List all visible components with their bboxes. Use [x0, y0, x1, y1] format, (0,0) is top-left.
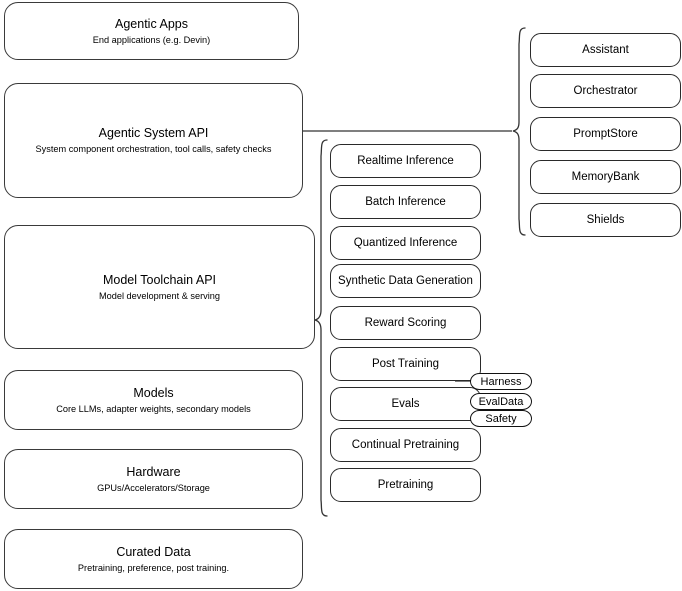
layer-subtitle: Model development & serving — [98, 290, 221, 301]
capability-continual-pretraining[interactable]: Continual Pretraining — [330, 428, 481, 462]
component-promptstore[interactable]: PromptStore — [530, 117, 681, 151]
layer-hardware[interactable]: Hardware GPUs/Accelerators/Storage — [4, 449, 303, 509]
component-orchestrator[interactable]: Orchestrator — [530, 74, 681, 108]
layer-subtitle: System component orchestration, tool cal… — [35, 144, 272, 154]
evals-tag-harness[interactable]: Harness — [470, 373, 532, 390]
layer-title: Models — [133, 385, 174, 400]
layer-title: Model Toolchain API — [102, 272, 217, 287]
layer-title: Curated Data — [116, 544, 191, 559]
layer-subtitle: End applications (e.g. Devin) — [92, 34, 211, 45]
capability-reward-scoring[interactable]: Reward Scoring — [330, 306, 481, 340]
layer-title: Agentic Apps — [115, 16, 188, 31]
capability-quantized-inference[interactable]: Quantized Inference — [330, 226, 481, 260]
layer-agentic-apps[interactable]: Agentic Apps End applications (e.g. Devi… — [4, 2, 299, 60]
capability-batch-inference[interactable]: Batch Inference — [330, 185, 481, 219]
layer-subtitle: Core LLMs, adapter weights, secondary mo… — [56, 403, 251, 414]
layer-title: Hardware — [126, 464, 181, 479]
layer-agentic-system-api[interactable]: Agentic System API System component orch… — [4, 83, 303, 198]
component-memorybank[interactable]: MemoryBank — [530, 160, 681, 194]
layer-subtitle: Pretraining, preference, post training. — [77, 562, 230, 573]
evals-tag-safety[interactable]: Safety — [470, 410, 532, 427]
component-shields[interactable]: Shields — [530, 203, 681, 237]
layer-model-toolchain-api[interactable]: Model Toolchain API Model development & … — [4, 225, 315, 349]
layer-subtitle: GPUs/Accelerators/Storage — [97, 482, 210, 493]
capability-post-training[interactable]: Post Training — [330, 347, 481, 381]
layer-title: Agentic System API — [98, 126, 209, 140]
evals-tag-evaldata[interactable]: EvalData — [470, 393, 532, 410]
component-assistant[interactable]: Assistant — [530, 33, 681, 67]
layer-models[interactable]: Models Core LLMs, adapter weights, secon… — [4, 370, 303, 430]
capability-evals[interactable]: Evals — [330, 387, 481, 421]
capability-synthetic-data-generation[interactable]: Synthetic Data Generation — [330, 264, 481, 298]
capability-realtime-inference[interactable]: Realtime Inference — [330, 144, 481, 178]
layer-curated-data[interactable]: Curated Data Pretraining, preference, po… — [4, 529, 303, 589]
capability-pretraining[interactable]: Pretraining — [330, 468, 481, 502]
